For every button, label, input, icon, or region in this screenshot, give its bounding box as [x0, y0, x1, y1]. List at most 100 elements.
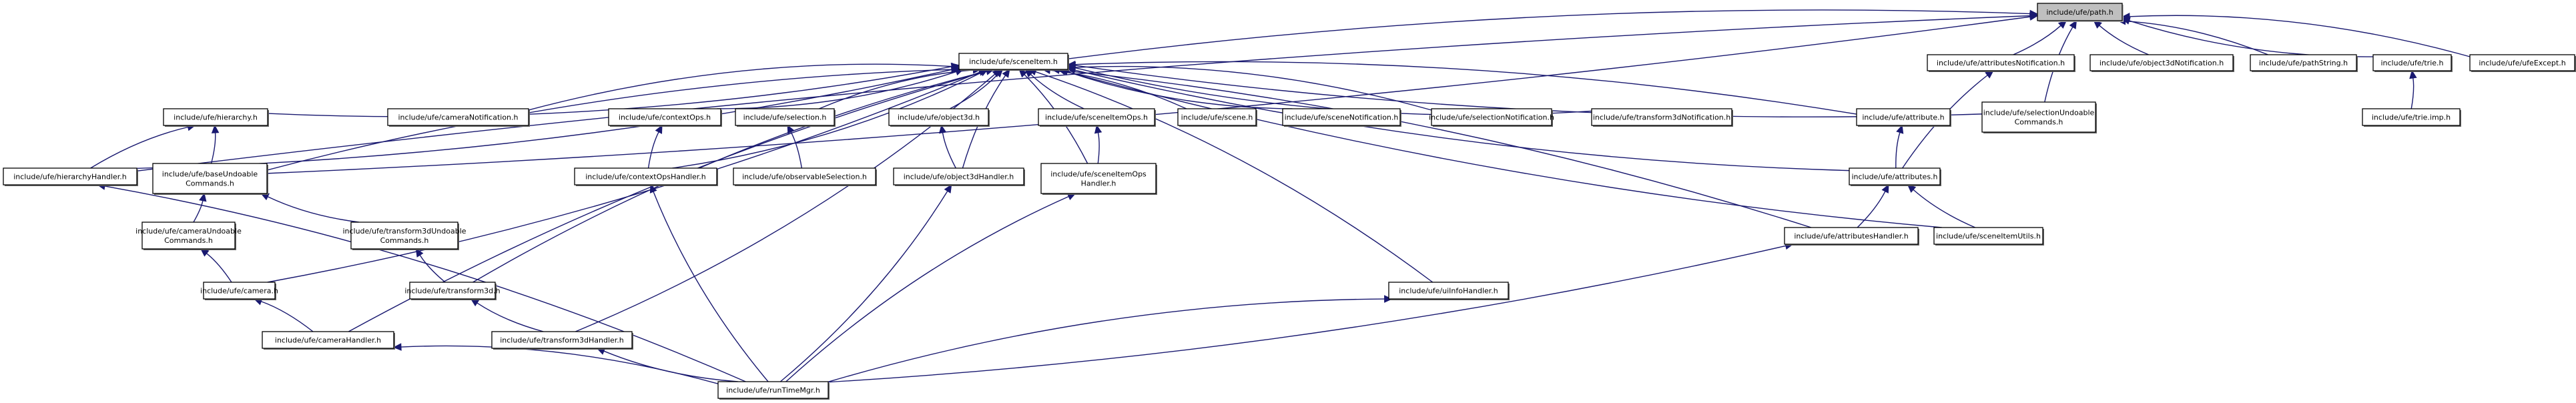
node-label: include/ufe/contextOpsHandler.h [585, 173, 706, 181]
edge-runTimeMgr-to-object3dHandler [779, 190, 948, 382]
node-box [3, 167, 137, 185]
node-path[interactable]: include/ufe/path.h [2037, 3, 2124, 22]
node-box [608, 108, 721, 126]
edge-runTimeMgr-to-cameraHandler [400, 345, 719, 384]
node-attributesHandler[interactable]: include/ufe/attributesHandler.h [1784, 227, 1919, 246]
node-attribute[interactable]: include/ufe/attribute.h [1856, 108, 1951, 127]
node-label: include/ufe/pathString.h [2259, 59, 2348, 67]
node-transform3dNotification[interactable]: include/ufe/transform3dNotification.h [1591, 108, 1733, 127]
node-sceneNotification[interactable]: include/ufe/sceneNotification.h [1282, 108, 1401, 127]
edge-contextOpsHandler-to-contextOps [647, 131, 659, 169]
node-attributesNotification[interactable]: include/ufe/attributesNotification.h [1927, 54, 2075, 72]
node-object3dNotification[interactable]: include/ufe/object3dNotification.h [2089, 54, 2234, 72]
arrowhead-cameraUndoableCommands-to-baseUndoableCommands [199, 192, 207, 202]
node-observableSelection[interactable]: include/ufe/observableSelection.h [733, 167, 877, 186]
node-box [1040, 163, 1157, 194]
node-box [1388, 282, 1509, 300]
node-scene[interactable]: include/ufe/scene.h [1177, 108, 1257, 127]
arrowhead-baseUndoableCommands-to-path [2029, 13, 2039, 21]
node-box [2037, 3, 2123, 21]
node-label: include/ufe/object3dNotification.h [2100, 59, 2224, 67]
node-trieImp[interactable]: include/ufe/trie.imp.h [2362, 108, 2461, 127]
node-contextOpsHandler[interactable]: include/ufe/contextOpsHandler.h [574, 167, 718, 186]
edge-hierarchyHandler-to-hierarchy [90, 126, 188, 169]
arrowhead-object3dHandler-to-object3d [938, 124, 947, 134]
node-box [2250, 54, 2357, 71]
edge-transform3d-to-transform3dUndoableCommands [419, 254, 446, 283]
node-box [893, 167, 1024, 185]
node-selection[interactable]: include/ufe/selection.h [735, 108, 836, 127]
node-pathString[interactable]: include/ufe/pathString.h [2250, 54, 2358, 72]
edge-camera-to-cameraUndoableCommands [206, 253, 232, 283]
node-label: include/ufe/object3dHandler.h [904, 173, 1014, 181]
node-label: include/ufe/sceneItemOps [1050, 170, 1147, 179]
node-box [1856, 108, 1951, 126]
arrowhead-sceneItemOpsHandler-to-sceneItem [1018, 69, 1028, 78]
node-cameraHandler[interactable]: include/ufe/cameraHandler.h [262, 331, 395, 350]
arrowhead-runTimeMgr-to-object3dHandler [944, 183, 952, 193]
node-transform3dHandler[interactable]: include/ufe/transform3dHandler.h [491, 331, 633, 350]
edge-selectionNotification-to-sceneItem [1074, 65, 1432, 111]
node-box [1282, 108, 1401, 126]
node-object3d[interactable]: include/ufe/object3d.h [888, 108, 990, 127]
node-label: include/ufe/transform3d.h [404, 287, 500, 296]
arrowhead-transform3d-to-transform3dUndoableCommands [415, 248, 424, 258]
node-cameraNotification[interactable]: include/ufe/cameraNotification.h [387, 108, 530, 127]
node-label: include/ufe/trie.h [2380, 59, 2443, 67]
arrowhead-sceneItemOpsHandler-to-sceneItemOps [1094, 124, 1102, 134]
edge-attributesHandler-to-attributes [1857, 191, 1886, 228]
node-runTimeMgr[interactable]: include/ufe/runTimeMgr.h [717, 381, 830, 400]
node-contextOps[interactable]: include/ufe/contextOps.h [608, 108, 722, 127]
node-hierarchy[interactable]: include/ufe/hierarchy.h [163, 108, 269, 127]
edge-attributes-to-attribute [1895, 132, 1901, 169]
node-box [2372, 54, 2452, 71]
edge-cameraHandler-to-camera [261, 301, 314, 332]
node-attributes[interactable]: include/ufe/attributes.h [1849, 167, 1941, 186]
arrowhead-runTimeMgr-to-contextOpsHandler [649, 183, 657, 193]
node-sceneItemOps[interactable]: include/ufe/sceneItemOps.h [1038, 108, 1156, 127]
node-uiInfoHandler[interactable]: include/ufe/uiInfoHandler.h [1388, 282, 1510, 300]
edge-contextOps-to-sceneItem [717, 71, 957, 109]
edge-object3d-to-sceneItem [949, 74, 998, 109]
node-transform3d[interactable]: include/ufe/transform3d.h [404, 282, 501, 300]
node-label: include/ufe/sceneItem.h [969, 57, 1058, 66]
edge-uiInfoHandler-to-sceneItem [1035, 71, 1433, 283]
arrowhead-attributes-to-attribute [1896, 124, 1904, 134]
node-box [262, 331, 394, 349]
node-sceneItemUtils[interactable]: include/ufe/sceneItemUtils.h [1933, 227, 2044, 246]
node-box [958, 53, 1068, 70]
edge-ufeExcept-to-path [2129, 15, 2471, 57]
node-hierarchyHandler[interactable]: include/ufe/hierarchyHandler.h [3, 167, 138, 186]
node-object3dHandler[interactable]: include/ufe/object3dHandler.h [893, 167, 1025, 186]
node-label: include/ufe/sceneItemOps.h [1045, 113, 1148, 122]
node-trie[interactable]: include/ufe/trie.h [2372, 54, 2453, 72]
edge-transform3dNotification-to-sceneItem [1074, 67, 1592, 115]
node-sceneItem[interactable]: include/ufe/sceneItem.h [958, 53, 1069, 71]
node-box [2469, 54, 2575, 71]
node-selectionNotification[interactable]: include/ufe/selectionNotification.h [1429, 108, 1554, 127]
arrowhead-selectionUndoableCommands-to-path [2069, 19, 2077, 29]
edge-transform3dUndoableCommands-to-baseUndoableCommands [267, 196, 359, 223]
edge-transform3dHandler-to-transform3d [476, 302, 544, 332]
node-camera[interactable]: include/ufe/camera.h [200, 282, 278, 300]
node-box [350, 222, 458, 250]
node-label: Commands.h [380, 236, 429, 245]
edge-pathString-to-path [2125, 21, 2268, 55]
edge-sceneNotification-to-sceneItem [1067, 71, 1293, 109]
edge-cameraNotification-to-sceneItem [528, 63, 952, 111]
node-ufeExcept[interactable]: include/ufe/ufeExcept.h [2469, 54, 2576, 72]
node-box [203, 282, 276, 300]
node-box [1784, 227, 1919, 245]
node-label: include/ufe/scene.h [1181, 113, 1253, 122]
node-label: include/ufe/observableSelection.h [742, 173, 867, 181]
node-label: Commands.h [2015, 118, 2063, 127]
node-box [888, 108, 989, 126]
node-label: include/ufe/object3d.h [898, 113, 980, 122]
node-transform3dUndoableCommands[interactable]: include/ufe/transform3dUndoableCommands.… [342, 222, 466, 250]
node-label: include/ufe/attributes.h [1851, 173, 1937, 181]
node-box [1849, 167, 1941, 185]
